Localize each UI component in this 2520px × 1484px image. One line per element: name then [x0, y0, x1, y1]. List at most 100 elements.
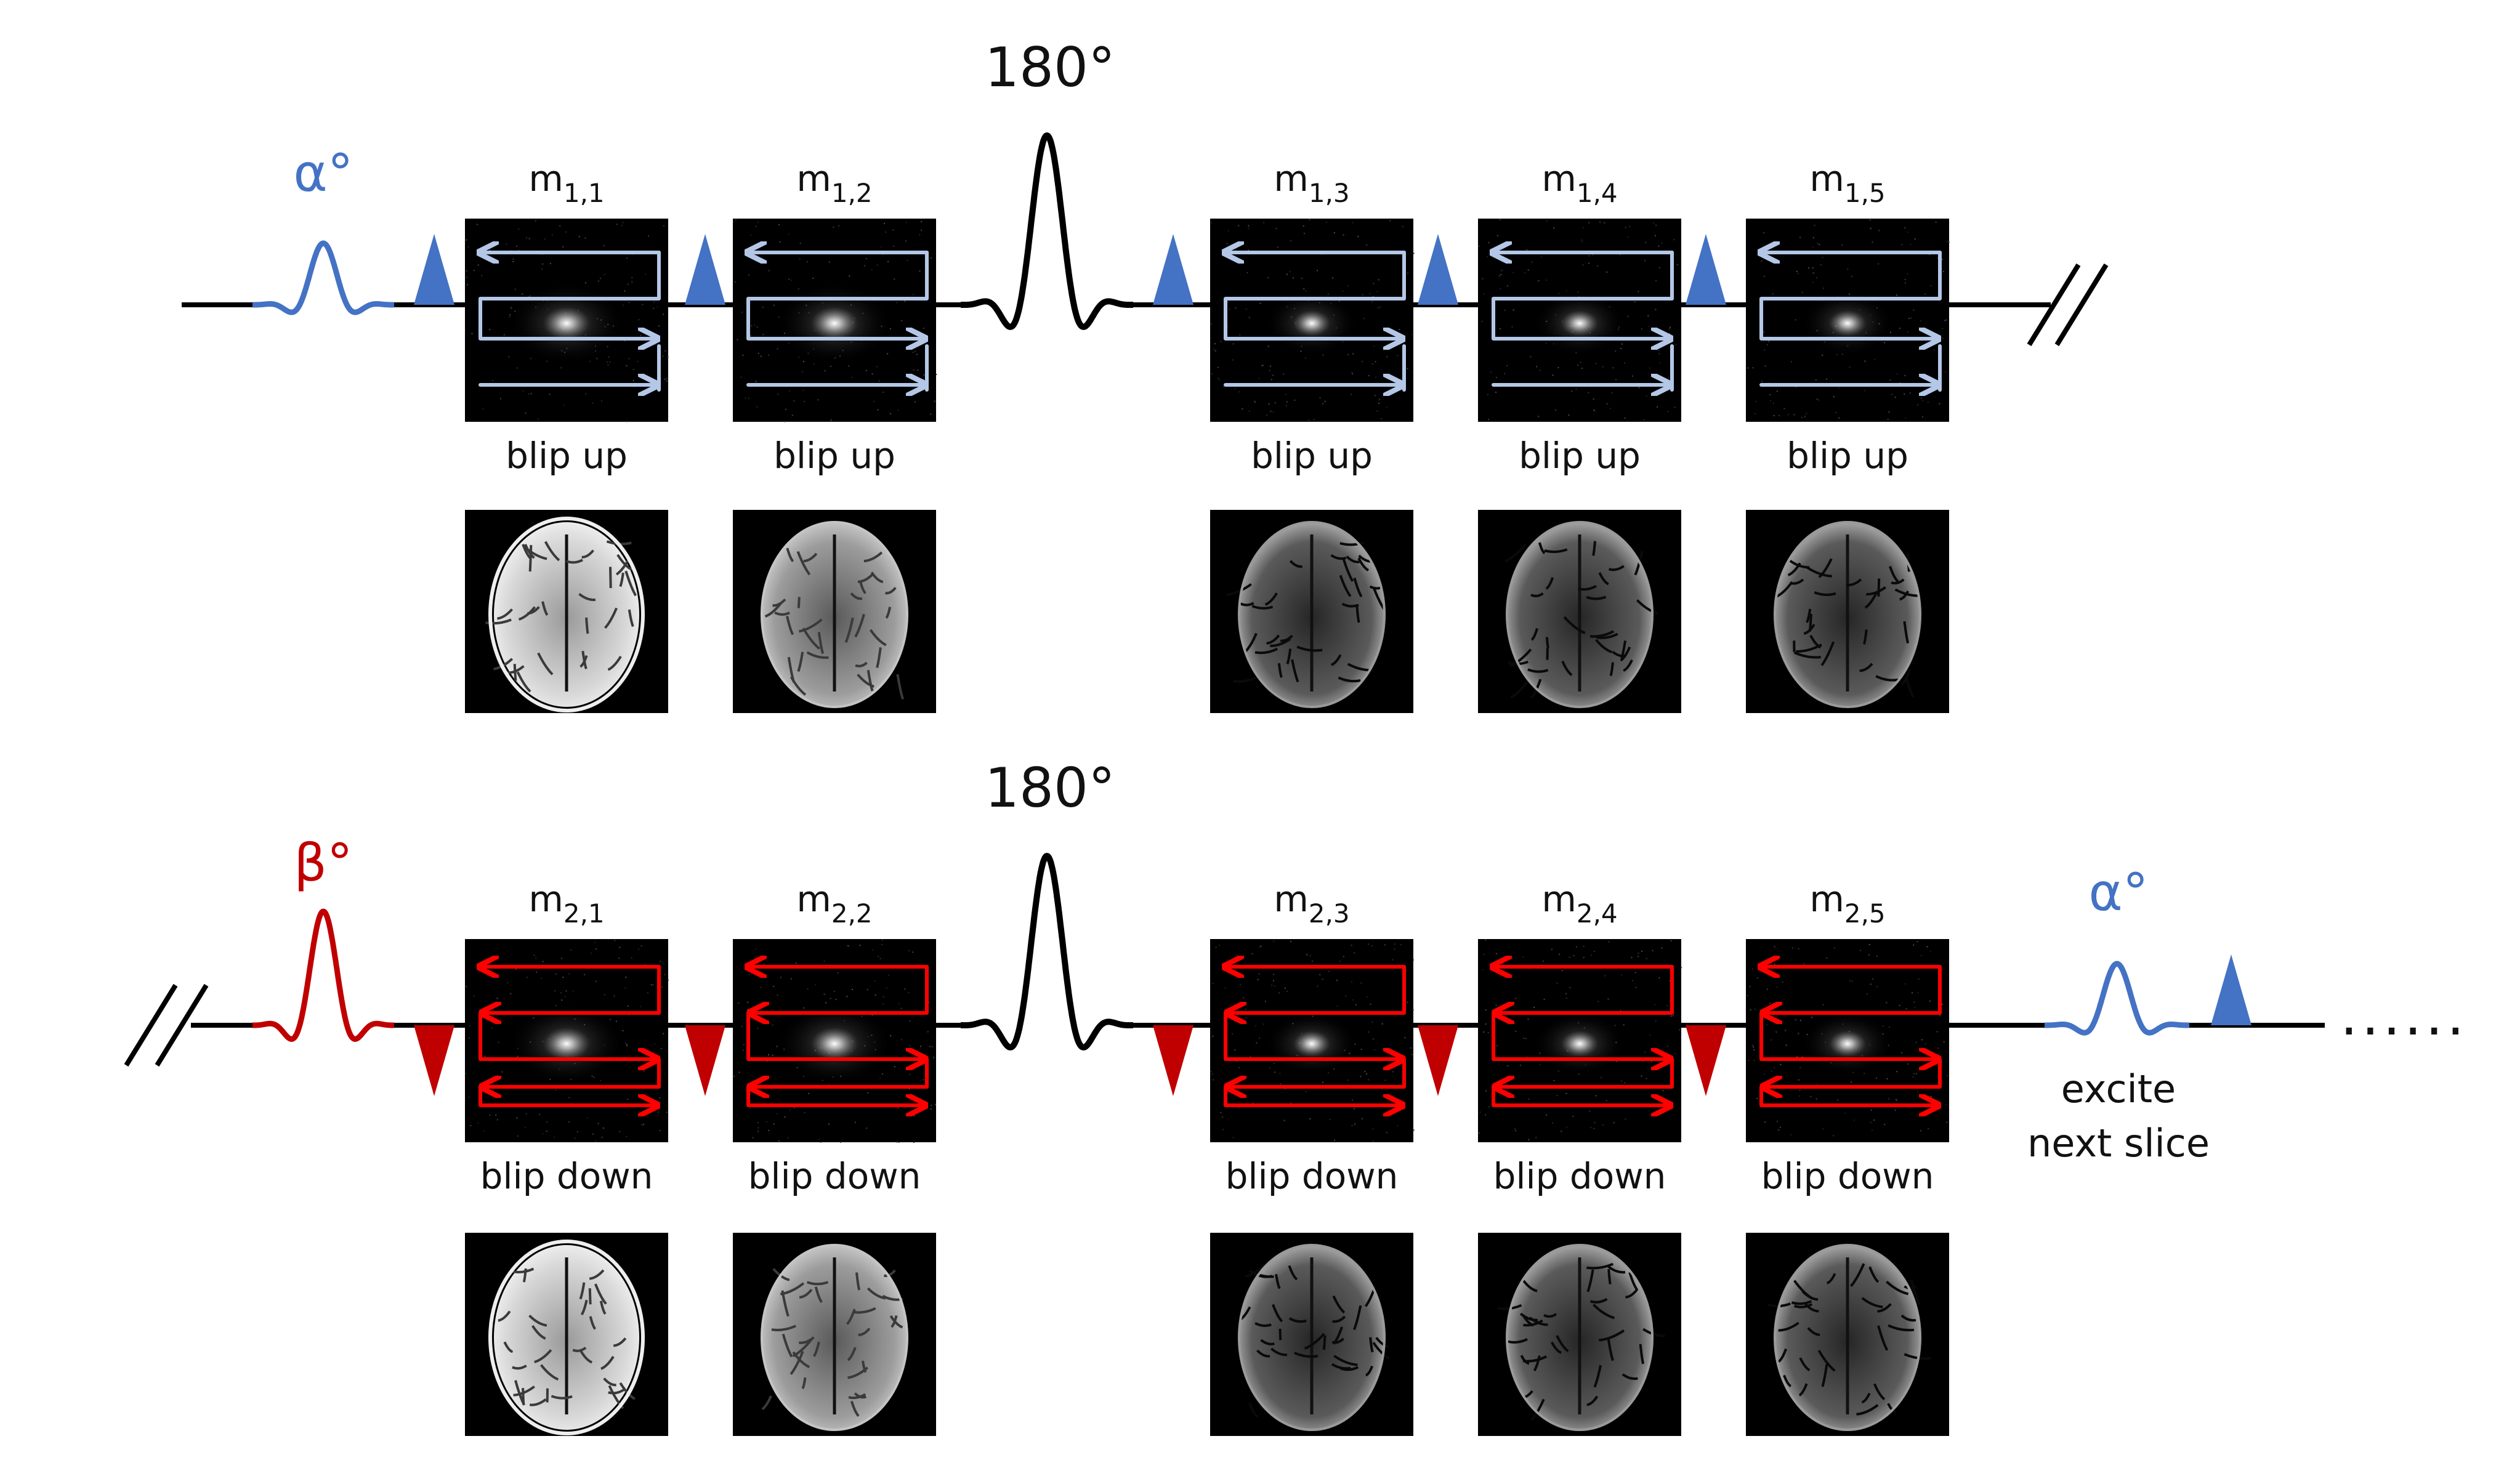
trajectory-arrow [751, 1057, 929, 1087]
kspace-noise [1351, 945, 1352, 946]
brain-sulcus [503, 1341, 514, 1353]
brain-sulcus [1288, 1265, 1298, 1281]
kspace-noise [852, 988, 853, 990]
brain-sulcus [870, 571, 884, 584]
brain-sulcus [790, 1350, 804, 1375]
kspace-noise [1655, 224, 1657, 226]
kspace-noise [754, 948, 756, 950]
readout-label: m1,1 [528, 158, 604, 208]
kspace-noise [933, 1057, 935, 1059]
brain-sulcus [1530, 592, 1544, 597]
kspace-noise [747, 1001, 749, 1003]
kspace-noise [1232, 1033, 1234, 1034]
kspace-noise [1222, 1129, 1224, 1131]
kspace-noise [1272, 374, 1274, 376]
kspace-noise [600, 400, 602, 402]
brain-sulcus [1586, 1395, 1599, 1406]
kspace-noise [1213, 349, 1215, 350]
next-blip-up [2211, 954, 2251, 1025]
kspace-noise [773, 986, 775, 987]
kspace-noise [757, 1127, 759, 1129]
kspace-noise [1872, 978, 1874, 980]
refocusing-pulse [958, 853, 1136, 1050]
kspace-noise [1242, 408, 1243, 410]
kspace-noise [535, 957, 537, 959]
kspace-noise [626, 365, 628, 366]
kspace-noise [1826, 958, 1828, 959]
brain-sulcus [1521, 1390, 1533, 1399]
brain-rim [1774, 521, 1921, 708]
kspace-noise [1362, 361, 1363, 363]
kspace-noise [525, 1113, 527, 1115]
kspace-noise [1942, 259, 1943, 260]
kspace-noise [909, 1073, 911, 1075]
kspace-noise [1218, 377, 1219, 379]
brain-sulcus [1859, 663, 1873, 672]
kspace-noise [1294, 399, 1296, 401]
kspace-noise [897, 409, 899, 411]
brain-sulcus [1357, 557, 1370, 571]
kspace-noise [1620, 348, 1622, 349]
kspace-noise [1922, 416, 1923, 417]
kspace-noise [887, 974, 889, 976]
kspace-noise [1834, 947, 1836, 949]
ellipsis: ...... [2340, 983, 2468, 1048]
kspace-noise [1774, 963, 1775, 965]
brain-sulcus [806, 1281, 829, 1286]
kspace-noise [1500, 328, 1501, 329]
kspace-noise [650, 984, 652, 986]
kspace-noise [1333, 232, 1335, 233]
readout-label-base: m [1541, 878, 1577, 920]
kspace-noise [1625, 1118, 1626, 1120]
kspace-noise [1495, 953, 1497, 954]
kspace-noise [625, 977, 627, 978]
kspace-noise [1347, 285, 1349, 286]
kspace-noise [1901, 1052, 1902, 1054]
brain-sulcus [1522, 1280, 1538, 1292]
kspace-noise [773, 1123, 775, 1125]
kspace-noise [1569, 956, 1570, 958]
readout-label-subscript: 2,3 [1309, 898, 1350, 929]
brain-sulcus [1806, 566, 1832, 578]
kspace-noise [1874, 358, 1876, 360]
kspace-noise [737, 339, 738, 341]
kspace-noise [1227, 326, 1229, 327]
brain-sulcus [781, 1333, 793, 1358]
kspace-noise [1378, 279, 1379, 281]
brain-sulcus [1330, 554, 1347, 560]
kspace-noise [1527, 269, 1529, 271]
kspace-noise [754, 325, 756, 326]
kspace-center-signal [1533, 1011, 1626, 1076]
brain-sulcus [803, 552, 818, 563]
kspace-noise [1801, 291, 1803, 293]
kspace-noise [1374, 1049, 1376, 1050]
kspace-noise [482, 408, 484, 410]
kspace-noise [1525, 1038, 1527, 1039]
brain-sulcus [1877, 578, 1881, 597]
brain-sulcus [511, 1267, 535, 1273]
brain-image-2-5 [1746, 1233, 1949, 1436]
brain-sulcus [1245, 1264, 1266, 1278]
kspace-noise [607, 361, 608, 363]
kspace-noise [1679, 1029, 1681, 1031]
kspace-noise [1868, 954, 1870, 956]
kspace-noise [766, 1121, 768, 1123]
kspace-noise [1368, 1079, 1370, 1081]
readout-label-base: m [528, 878, 563, 920]
kspace-noise [830, 419, 832, 421]
brain-sulcus [608, 1385, 624, 1409]
kspace-noise [1920, 955, 1922, 956]
kspace-noise [738, 1071, 740, 1073]
kspace-noise [1641, 950, 1643, 952]
kspace-noise [886, 987, 887, 989]
kspace-noise [1273, 980, 1274, 982]
kspace-noise [608, 357, 610, 358]
kspace-noise [1798, 1033, 1799, 1034]
kspace-noise [1259, 946, 1261, 948]
kspace-noise [1864, 360, 1866, 362]
kspace-noise [1776, 390, 1778, 392]
readout-label: m1,5 [1809, 158, 1885, 208]
kspace-noise [1501, 270, 1503, 272]
brain-sulcus [890, 1315, 898, 1328]
kspace-noise [1286, 990, 1288, 992]
